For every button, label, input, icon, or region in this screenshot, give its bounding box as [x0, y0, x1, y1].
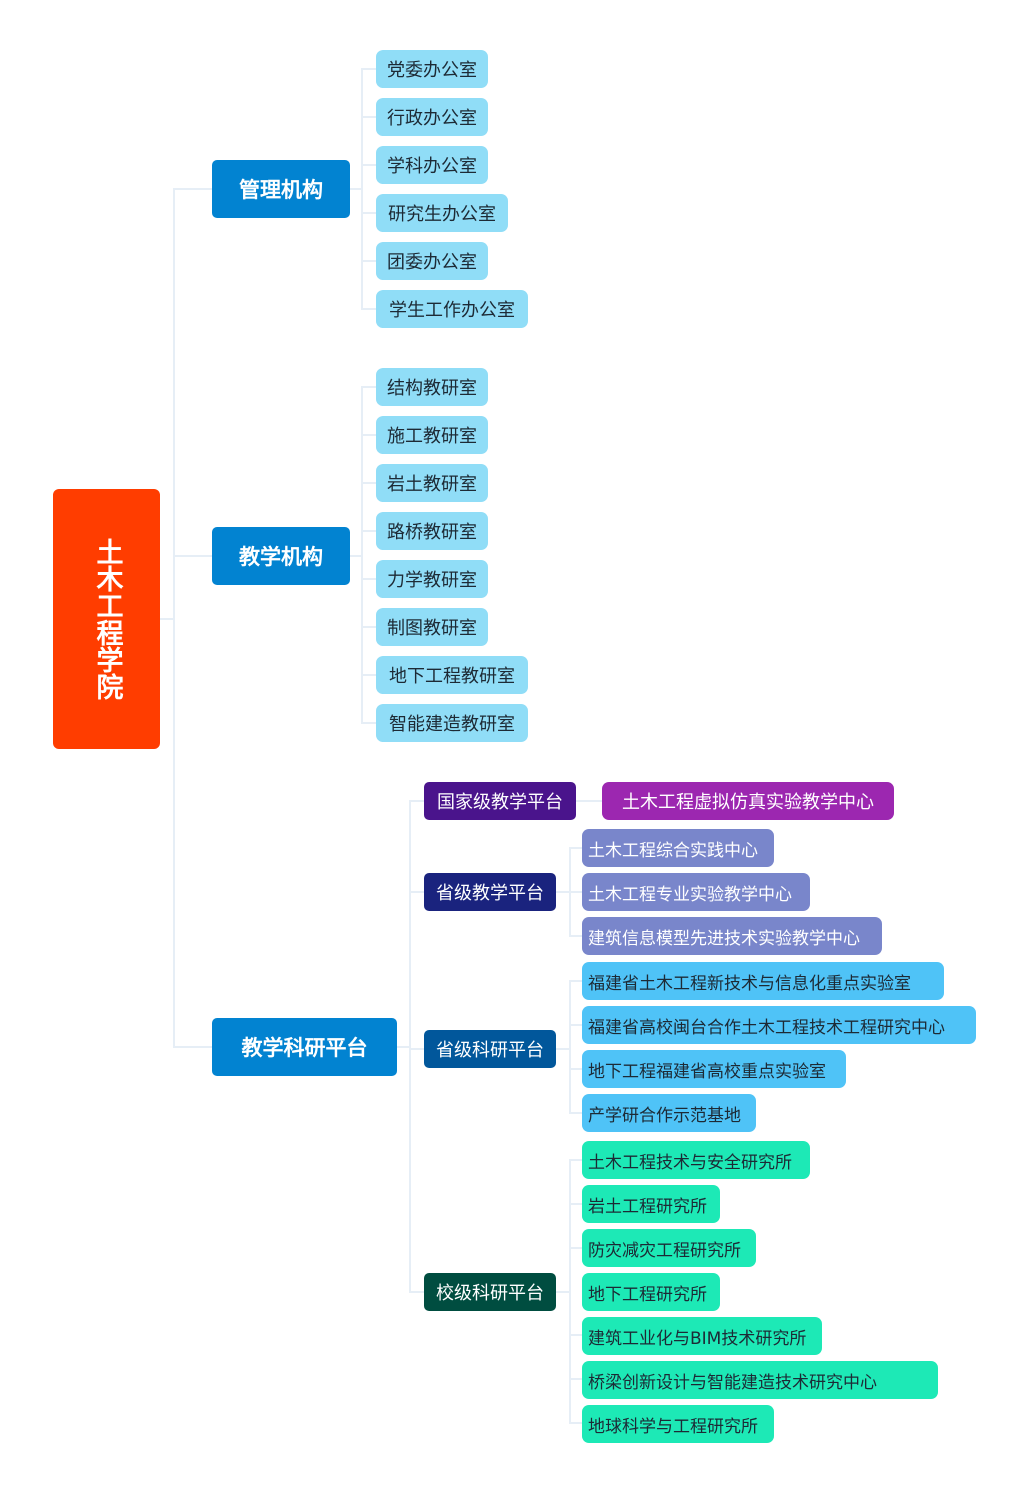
leaf-label: 地下工程福建省高校重点实验室 — [588, 1061, 826, 1082]
leaf-virtual-sim-center[interactable]: 土木工程虚拟仿真实验教学中心 — [602, 782, 894, 820]
leaf-label: 团委办公室 — [387, 252, 477, 273]
leaf-label: 地下工程教研室 — [389, 666, 515, 687]
leaf-discipline-office[interactable]: 学科办公室 — [376, 146, 488, 184]
leaf-label: 施工教研室 — [387, 426, 477, 447]
platform-national-teaching[interactable]: 国家级教学平台 — [424, 782, 576, 820]
branch-label: 教学机构 — [239, 545, 323, 569]
leaf-label: 学生工作办公室 — [389, 300, 515, 321]
leaf-label: 福建省土木工程新技术与信息化重点实验室 — [588, 973, 911, 994]
leaf-label: 党委办公室 — [387, 60, 477, 81]
leaf-label: 研究生办公室 — [388, 204, 496, 225]
leaf-youth-league-office[interactable]: 团委办公室 — [376, 242, 488, 280]
leaf-minnan-taiwan-center[interactable]: 福建省高校闽台合作土木工程技术工程研究中心 — [582, 1006, 976, 1044]
leaf-label: 路桥教研室 — [387, 522, 477, 543]
platform-provincial-teaching[interactable]: 省级教学平台 — [424, 873, 556, 911]
leaf-bim-institute[interactable]: 建筑工业化与BIM技术研究所 — [582, 1317, 822, 1355]
leaf-label: 岩土工程研究所 — [588, 1196, 707, 1217]
platform-label: 国家级教学平台 — [437, 792, 563, 813]
leaf-construction-section[interactable]: 施工教研室 — [376, 416, 488, 454]
branch-label: 管理机构 — [239, 178, 323, 202]
leaf-disaster-institute[interactable]: 防灾减灾工程研究所 — [582, 1229, 756, 1267]
leaf-safety-institute[interactable]: 土木工程技术与安全研究所 — [582, 1141, 810, 1179]
leaf-label: 力学教研室 — [387, 570, 477, 591]
branch-label: 教学科研平台 — [241, 1036, 368, 1060]
leaf-industry-base[interactable]: 产学研合作示范基地 — [582, 1094, 756, 1132]
leaf-label: 地球科学与工程研究所 — [588, 1416, 758, 1437]
leaf-drawing-section[interactable]: 制图教研室 — [376, 608, 488, 646]
root-node-civil-engineering-college[interactable]: 土木工程学院 — [53, 489, 160, 749]
leaf-label: 福建省高校闽台合作土木工程技术工程研究中心 — [588, 1017, 945, 1038]
leaf-practice-center[interactable]: 土木工程综合实践中心 — [582, 829, 774, 867]
root-label: 土木工程学院 — [91, 538, 123, 700]
leaf-label: 地下工程研究所 — [588, 1284, 707, 1305]
leaf-road-bridge-section[interactable]: 路桥教研室 — [376, 512, 488, 550]
leaf-label: 产学研合作示范基地 — [588, 1105, 741, 1126]
leaf-label: 建筑信息模型先进技术实验教学中心 — [588, 928, 860, 949]
leaf-party-office[interactable]: 党委办公室 — [376, 50, 488, 88]
leaf-admin-office[interactable]: 行政办公室 — [376, 98, 488, 136]
leaf-fujian-key-lab[interactable]: 福建省土木工程新技术与信息化重点实验室 — [582, 962, 944, 1000]
leaf-smart-construction-section[interactable]: 智能建造教研室 — [376, 704, 528, 742]
leaf-label: 土木工程综合实践中心 — [588, 840, 758, 861]
leaf-label: 土木工程专业实验教学中心 — [588, 884, 792, 905]
platform-school-research[interactable]: 校级科研平台 — [424, 1273, 556, 1311]
platform-provincial-research[interactable]: 省级科研平台 — [424, 1030, 556, 1068]
leaf-bim-center[interactable]: 建筑信息模型先进技术实验教学中心 — [582, 917, 882, 955]
leaf-label: 建筑工业化与BIM技术研究所 — [588, 1328, 807, 1349]
leaf-experiment-center[interactable]: 土木工程专业实验教学中心 — [582, 873, 810, 911]
leaf-underground-key-lab[interactable]: 地下工程福建省高校重点实验室 — [582, 1050, 846, 1088]
leaf-mechanics-section[interactable]: 力学教研室 — [376, 560, 488, 598]
leaf-geoscience-institute[interactable]: 地球科学与工程研究所 — [582, 1405, 774, 1443]
leaf-label: 学科办公室 — [387, 156, 477, 177]
platform-label: 省级教学平台 — [436, 883, 544, 904]
leaf-label: 结构教研室 — [387, 378, 477, 399]
leaf-label: 桥梁创新设计与智能建造技术研究中心 — [588, 1372, 877, 1393]
platform-label: 校级科研平台 — [436, 1283, 544, 1304]
leaf-label: 智能建造教研室 — [389, 714, 515, 735]
branch-management[interactable]: 管理机构 — [212, 160, 350, 218]
leaf-label: 土木工程虚拟仿真实验教学中心 — [622, 792, 874, 813]
leaf-label: 防灾减灾工程研究所 — [588, 1240, 741, 1261]
branch-teaching[interactable]: 教学机构 — [212, 527, 350, 585]
leaf-geotechnical-section[interactable]: 岩土教研室 — [376, 464, 488, 502]
leaf-underground-section[interactable]: 地下工程教研室 — [376, 656, 528, 694]
leaf-geotechnical-institute[interactable]: 岩土工程研究所 — [582, 1185, 720, 1223]
leaf-label: 制图教研室 — [387, 618, 477, 639]
leaf-graduate-office[interactable]: 研究生办公室 — [376, 194, 508, 232]
leaf-label: 土木工程技术与安全研究所 — [588, 1152, 792, 1173]
leaf-label: 岩土教研室 — [387, 474, 477, 495]
branch-research-platforms[interactable]: 教学科研平台 — [212, 1018, 397, 1076]
leaf-label: 行政办公室 — [387, 108, 477, 129]
leaf-structure-section[interactable]: 结构教研室 — [376, 368, 488, 406]
leaf-bridge-center[interactable]: 桥梁创新设计与智能建造技术研究中心 — [582, 1361, 938, 1399]
leaf-underground-institute[interactable]: 地下工程研究所 — [582, 1273, 720, 1311]
platform-label: 省级科研平台 — [436, 1040, 544, 1061]
leaf-student-affairs-office[interactable]: 学生工作办公室 — [376, 290, 528, 328]
